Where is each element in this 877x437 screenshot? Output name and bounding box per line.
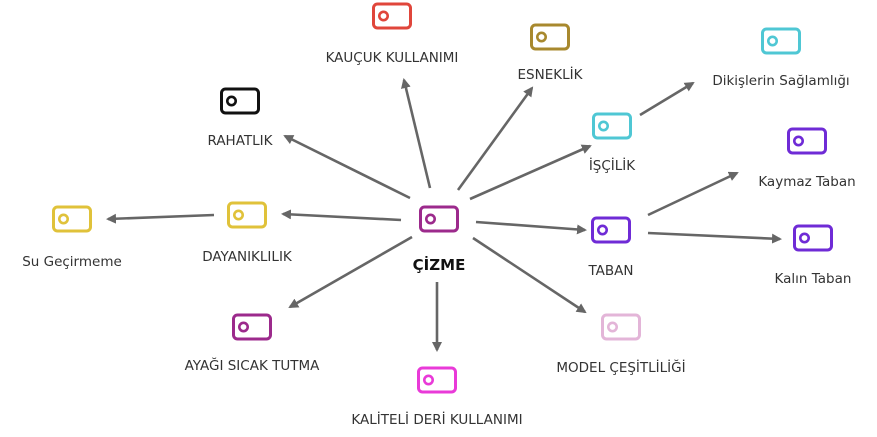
tag-icon <box>419 205 459 233</box>
node-model[interactable]: MODEL ÇEŞİTLİLİĞİ <box>556 313 686 376</box>
node-kaymaz[interactable]: Kaymaz Taban <box>758 127 856 190</box>
tag-icon <box>592 112 632 140</box>
tag-icon <box>591 216 631 244</box>
node-label-kaucuk: KAUÇUK KULLANIMI <box>326 50 459 66</box>
tag-icon <box>220 87 260 115</box>
tag-icon <box>530 23 570 51</box>
tag-icon <box>417 366 457 394</box>
node-label-dayaniklilik: DAYANIKLILIK <box>202 249 293 265</box>
tag-icon <box>227 201 267 229</box>
node-label-sicak: AYAĞI SICAK TUTMA <box>185 356 320 374</box>
tag-icon <box>52 205 92 233</box>
edge-arrow-dayaniklilik <box>281 209 402 222</box>
node-esneklik[interactable]: ESNEKLİK <box>518 23 584 83</box>
tag-icon <box>232 313 272 341</box>
node-label-center: ÇİZME <box>413 255 466 274</box>
node-label-kalin: Kalın Taban <box>775 271 852 287</box>
node-label-esneklik: ESNEKLİK <box>518 65 584 83</box>
edge-arrow-kalin <box>647 231 782 244</box>
node-rahatlik[interactable]: RAHATLIK <box>207 87 274 149</box>
node-center[interactable]: ÇİZME <box>413 205 466 274</box>
node-iscilik[interactable]: İŞÇİLİK <box>589 112 636 174</box>
tag-icon <box>372 2 412 30</box>
node-sicak[interactable]: AYAĞI SICAK TUTMA <box>185 313 320 374</box>
edge-arrow-sicak <box>288 235 413 309</box>
node-kaucuk[interactable]: KAUÇUK KULLANIMI <box>326 2 459 66</box>
edge-arrow-rahatlik <box>283 134 411 200</box>
edge-arrow-iscilik <box>469 144 592 201</box>
node-label-iscilik: İŞÇİLİK <box>589 156 636 174</box>
nodes-layer: ÇİZME KAUÇUK KULLANIMI ESNEKLİK İŞÇİLİK Diki… <box>22 2 856 428</box>
edge-arrow-dikis <box>639 81 695 117</box>
node-label-kaymaz: Kaymaz Taban <box>758 174 855 190</box>
node-label-taban: TABAN <box>587 263 633 279</box>
edge-arrow-kaymaz <box>647 171 739 217</box>
node-taban[interactable]: TABAN <box>587 216 634 279</box>
node-dikis[interactable]: Dikişlerin Sağlamlığı <box>712 27 850 89</box>
edge-arrow-taban <box>475 220 587 235</box>
node-label-deri: KALİTELİ DERİ KULLANIMI <box>351 410 522 428</box>
edge-arrow-esneklik <box>456 86 534 191</box>
node-label-rahatlik: RAHATLIK <box>207 133 273 149</box>
tag-icon <box>793 224 833 252</box>
edges-layer <box>106 78 782 352</box>
node-sugecirmeme[interactable]: Su Geçirmeme <box>22 205 122 270</box>
edge-arrow-sugecirmeme <box>106 213 215 224</box>
tag-icon <box>761 27 801 55</box>
node-label-model: MODEL ÇEŞİTLİLİĞİ <box>556 358 685 376</box>
edge-arrow-kaucuk <box>401 78 432 189</box>
tag-icon <box>787 127 827 155</box>
node-label-dikis: Dikişlerin Sağlamlığı <box>712 73 849 89</box>
edge-arrow-model <box>472 236 587 314</box>
node-kalin[interactable]: Kalın Taban <box>775 224 852 287</box>
node-label-sugecirmeme: Su Geçirmeme <box>22 254 122 270</box>
node-deri[interactable]: KALİTELİ DERİ KULLANIMI <box>351 366 523 428</box>
tag-icon <box>601 313 641 341</box>
node-dayaniklilik[interactable]: DAYANIKLILIK <box>202 201 293 265</box>
